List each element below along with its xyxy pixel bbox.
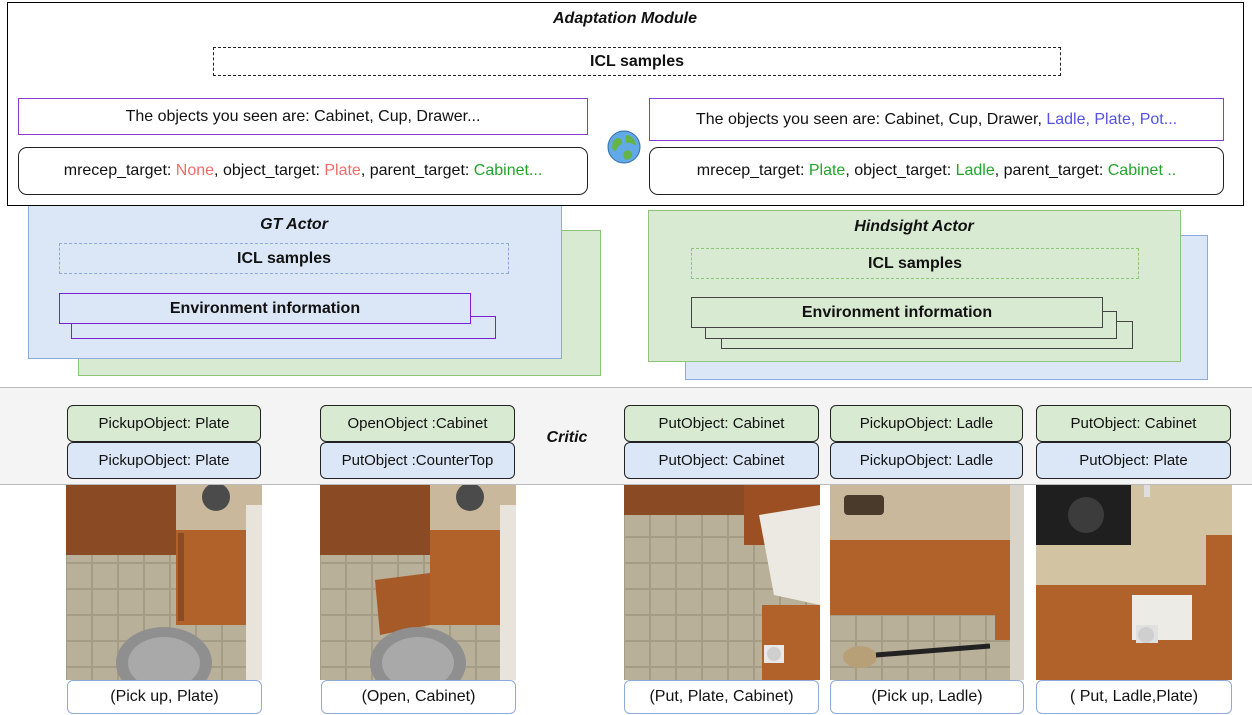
hindsight-actor-panel: Hindsight Actor ICL samples Environment … [648,210,1181,362]
target-key: , object_target: [845,162,956,179]
action-gt: PickupObject: Ladle [830,405,1023,442]
seen-objects-box-right: The objects you seen are: Cabinet, Cup, … [649,98,1224,141]
action-hindsight: PickupObject: Ladle [830,442,1023,479]
target-value-wrong: Plate [324,162,361,179]
targets-box-right: mrecep_target: Plate, object_target: Lad… [649,147,1224,195]
seen-objects-left-text: The objects you seen are: Cabinet, Cup, … [125,107,481,125]
target-value-correct: Cabinet .. [1107,162,1177,179]
gt-actor-panel: GT Actor ICL samples Environment informa… [28,203,562,359]
hindsight-actor-icl-samples: ICL samples [691,248,1139,279]
target-value-correct: Cabinet... [473,162,543,179]
target-value-correct: Plate [808,162,846,179]
target-key: , parent_target: [994,162,1108,179]
target-key: mrecep_target: [696,162,809,179]
gt-actor-environment-information: Environment information [59,293,471,324]
scene-frame-open-cabinet [320,485,516,680]
adaptation-module-title: Adaptation Module [553,10,697,27]
action-gt: PutObject: Cabinet [1036,405,1231,442]
action-hindsight: PutObject: Cabinet [624,442,819,479]
seen-objects-new-items: Ladle, Plate, Pot... [1046,110,1178,128]
gt-actor-title: GT Actor [260,216,328,233]
scene-frame-pickup-plate [66,485,262,680]
target-value-correct: Ladle [955,162,995,179]
adaptation-module: Adaptation Module ICL samples The object… [7,2,1244,206]
caption: (Open, Cabinet) [321,680,516,714]
action-gt: OpenObject :Cabinet [320,405,515,442]
caption: (Pick up, Ladle) [830,680,1024,714]
adaptation-icl-samples: ICL samples [213,47,1061,76]
action-gt: PickupObject: Plate [67,405,261,442]
seen-objects-box-left: The objects you seen are: Cabinet, Cup, … [18,98,588,135]
caption: (Put, Plate, Cabinet) [624,680,819,714]
target-key: mrecep_target: [63,162,176,179]
target-key: , parent_target: [360,162,474,179]
scene-frame-put-plate [624,485,820,680]
scene-frame-put-ladle [1036,485,1232,680]
hindsight-actor-title: Hindsight Actor [854,218,974,235]
scene-frame-pickup-ladle [830,485,1024,680]
action-hindsight: PutObject :CounterTop [320,442,515,479]
caption: (Pick up, Plate) [67,680,262,714]
hindsight-actor-environment-information: Environment information [691,297,1103,328]
seen-objects-right-text: The objects you seen are: Cabinet, Cup, … [695,110,1047,128]
target-key: , object_target: [214,162,325,179]
targets-box-left: mrecep_target: None, object_target: Plat… [18,147,588,195]
critic-label: Critic [546,429,588,446]
target-value-wrong: None [175,162,215,179]
action-hindsight: PickupObject: Plate [67,442,261,479]
caption: ( Put, Ladle,Plate) [1036,680,1232,714]
action-gt: PutObject: Cabinet [624,405,819,442]
globe-icon [606,129,642,165]
gt-actor-icl-samples: ICL samples [59,243,509,274]
action-hindsight: PutObject: Plate [1036,442,1231,479]
